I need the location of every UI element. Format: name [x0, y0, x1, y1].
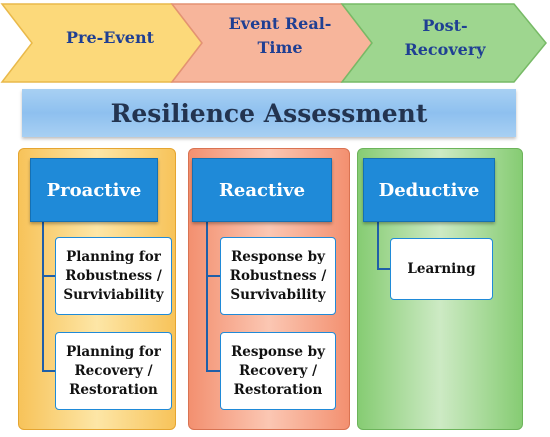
phase-chevron-post-recovery: [340, 3, 547, 83]
item-planning-robustness: Planning for Robustness / Surviviability: [55, 237, 172, 315]
phase-label-pre-event: Pre-Event: [66, 28, 154, 47]
item-response-recovery: Response by Recovery / Restoration: [220, 332, 336, 410]
connector-proactive-item-1: [42, 275, 55, 277]
connector-deductive-item-1: [377, 268, 390, 270]
phase-label-event-real-time: Event Real- Time: [228, 14, 332, 57]
item-planning-recovery: Planning for Recovery / Restoration: [55, 332, 172, 410]
banner-title: Resilience Assessment: [110, 98, 428, 128]
connector-reactive-item-1: [206, 275, 220, 277]
connector-reactive-item-2: [206, 370, 220, 372]
connector-reactive-vertical: [206, 220, 208, 372]
header-reactive: Reactive: [192, 158, 332, 222]
connector-deductive-vertical: [377, 220, 379, 270]
connector-proactive-item-2: [42, 370, 55, 372]
phase-label-post-recovery: Post- Recovery: [404, 16, 486, 59]
item-response-robustness: Response by Robustness / Survivability: [220, 237, 336, 315]
connector-proactive-vertical: [42, 220, 44, 372]
resilience-assessment-banner: Resilience Assessment: [22, 89, 516, 137]
item-learning: Learning: [390, 238, 493, 300]
phase-chevrons: [0, 3, 547, 83]
header-proactive: Proactive: [30, 158, 158, 222]
header-deductive: Deductive: [363, 158, 495, 222]
